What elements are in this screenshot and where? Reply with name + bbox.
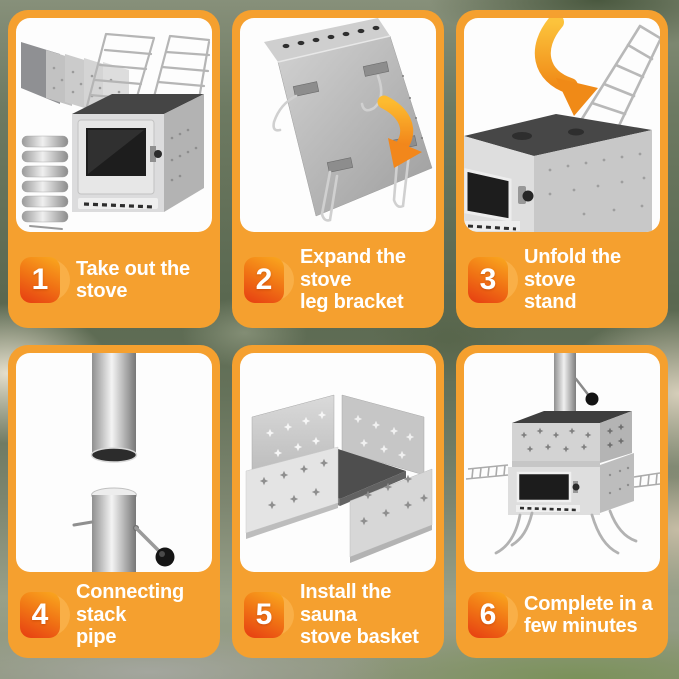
step-panel-1: 1 Take out the stove [8, 10, 220, 328]
step-number: 5 [244, 592, 284, 638]
unfold-arrow-icon [377, 95, 422, 168]
step-4-art [16, 353, 212, 572]
lower-pipe-section [72, 487, 175, 572]
lower-firebox [508, 453, 634, 515]
step-6-number-badge: 6 [468, 592, 518, 638]
stove-with-parts-illustration [21, 32, 211, 230]
step-3-caption: 3 Unfold the stove stand [456, 232, 668, 328]
unfold-arrow-icon [534, 18, 598, 116]
step-5-art [240, 353, 436, 572]
step-panel-5: 5 Install the sauna stove basket [232, 345, 444, 658]
step-number: 4 [20, 592, 60, 638]
chimney-pipe [554, 353, 599, 417]
step-label: Install the sauna stove basket [300, 581, 419, 649]
step-number: 6 [468, 592, 508, 638]
leg-brackets-and-wires [272, 61, 418, 222]
front-walls [245, 446, 433, 563]
stove-body [72, 94, 204, 212]
step-panel-3: 3 Unfold the stove stand [456, 10, 668, 328]
step-label: Connecting stack pipe [76, 581, 184, 649]
step-panel-6: 6 Complete in a few minutes [456, 345, 668, 658]
step-6-art [464, 353, 660, 572]
step-number: 3 [468, 257, 508, 303]
sauna-basket-illustration [245, 394, 433, 563]
step-2-art [240, 18, 436, 232]
stove-underside [277, 35, 433, 217]
stove-stand-unfold-illustration [464, 18, 660, 232]
wire-legs [494, 509, 638, 555]
stove-front-strip [264, 18, 390, 62]
step-number: 1 [20, 257, 60, 303]
damper-handle [134, 526, 164, 556]
step-4-number-badge: 4 [20, 592, 70, 638]
assembled-stove-illustration [465, 353, 660, 555]
step-number: 2 [244, 257, 284, 303]
step-2-caption: 2 Expand the stove leg bracket [232, 232, 444, 328]
step-4-caption: 4 Connecting stack pipe [8, 572, 220, 658]
upper-pipe-section [90, 353, 138, 463]
step-1-caption: 1 Take out the stove [8, 232, 220, 328]
step-1-number-badge: 1 [20, 257, 70, 303]
step-panel-4: 4 Connecting stack pipe [8, 345, 220, 658]
step-label: Complete in a few minutes [524, 592, 653, 637]
side-racks [465, 464, 660, 488]
step-label: Unfold the stove stand [524, 246, 621, 314]
step-5-caption: 5 Install the sauna stove basket [232, 572, 444, 658]
step-1-art [16, 18, 212, 232]
stack-pipe-illustration [72, 353, 175, 572]
step-3-number-badge: 3 [468, 257, 518, 303]
pipe-sections-stack [21, 135, 69, 230]
step-2-number-badge: 2 [244, 257, 294, 303]
step-panel-2: 2 Expand the stove leg bracket [232, 10, 444, 328]
stove-corner [464, 114, 652, 232]
upper-basket-box [512, 411, 632, 463]
stove-underside-illustration [264, 18, 433, 222]
step-6-caption: 6 Complete in a few minutes [456, 572, 668, 658]
wire-stand [568, 24, 660, 136]
step-label: Expand the stove leg bracket [300, 246, 406, 314]
step-label: Take out the stove [76, 257, 190, 302]
step-5-number-badge: 5 [244, 592, 294, 638]
step-3-art [464, 18, 660, 232]
